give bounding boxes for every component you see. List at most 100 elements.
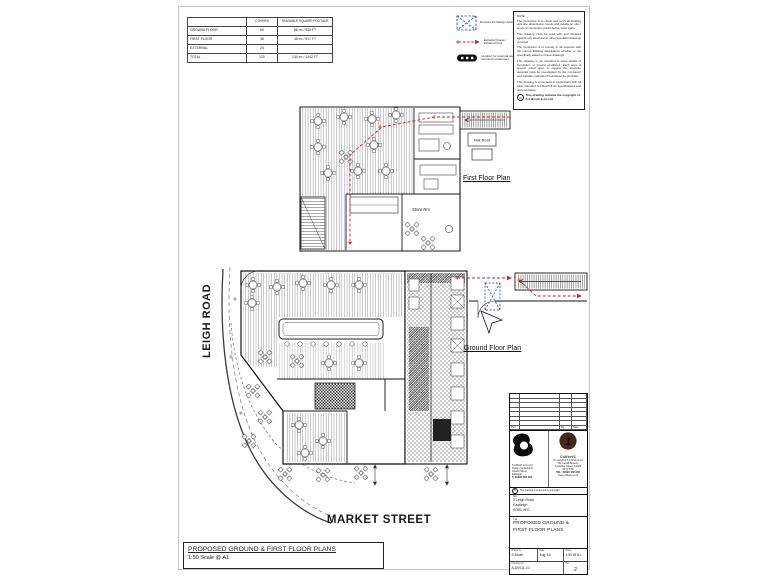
outdoor-tables [241, 383, 450, 486]
svg-text:1: 1 [565, 436, 571, 448]
site-label: Site [513, 496, 517, 499]
titleblock-copyright: C This drawing is protected by copyright [510, 487, 587, 496]
row-label: TOTAL [187, 53, 247, 63]
row-covers: 24 [246, 44, 278, 54]
title-block: Rev By Date S A Booth & Co Ltd Design Co… [509, 393, 588, 575]
copyright-icon: C [512, 487, 518, 494]
client-name: Coffee#1 [560, 455, 576, 459]
row-covers: 36 [246, 35, 278, 45]
note-paragraph: This drawing must be read with and check… [517, 31, 581, 44]
leigh-road-label: LEIGH ROAD [201, 283, 213, 359]
legend: Denotes Ex Design Area Extractor Route /… [456, 15, 516, 63]
row-footage: 48 m² / 517 FT [277, 35, 333, 45]
row-label: EXTERNAL [187, 44, 247, 54]
first-floor-plan-drawing: Flat Roof Store Rm [299, 106, 511, 252]
title-line: PROPOSED GROUND & [513, 521, 570, 527]
by-col-label: By [560, 425, 572, 430]
row-footage: 134 m² / 1442 FT [277, 53, 333, 63]
note-paragraph: This drawing is to be read in conjunctio… [517, 79, 581, 92]
copyright-note: C This drawing remains the copyright of … [517, 94, 581, 102]
designer-tel: T: 02380 000 000 [512, 476, 533, 479]
copyright-text: This drawing remains the copyright of S … [525, 93, 580, 102]
copyright-icon: C [517, 94, 524, 102]
areas-table: COVERS TRADABLE SQUARE FOOTAGE GROUND FL… [187, 17, 333, 63]
areas-header-row: COVERS TRADABLE SQUARE FOOTAGE [187, 17, 333, 27]
designer-block: S A Booth & Co Ltd Design Consultants Ch… [510, 431, 548, 487]
extract-route-ground-floor [455, 275, 582, 299]
kitchen-area [404, 270, 468, 465]
market-street-label: MARKET STREET [326, 514, 432, 526]
table-row: EXTERNAL 24 [187, 44, 333, 54]
scale-cell: Scale 1:50 @ A1 [565, 549, 581, 557]
drawing-title: PROPOSED GROUND & FIRST FLOOR PLANS [188, 546, 336, 553]
designer-line: Church Street [512, 470, 527, 473]
designer-line: Design Consultants [512, 467, 533, 470]
note-paragraph: The Contractor is to comply in all respe… [517, 45, 581, 57]
store-room-label: Store Rm [412, 207, 430, 212]
date-cell: Date Aug '16 [538, 549, 564, 562]
table-row-total: TOTAL 120 134 m² / 1442 FT [187, 53, 333, 63]
condenser-symbol-icon [457, 54, 477, 62]
row-footage [277, 44, 333, 54]
copyright-strip-text: This drawing is protected by copyright [519, 489, 560, 493]
site-line: 3 Leigh Road [513, 498, 534, 503]
designer-logo-icon [512, 433, 533, 457]
title-line: FIRST FLOOR PLANS [513, 528, 564, 534]
site-address-box: Site 3 Leigh Road Eastleigh SO50 9FG [510, 495, 587, 518]
design-area-symbol-icon [456, 15, 477, 31]
title-label: Title [513, 519, 518, 522]
drawing-scale: 1:50 Scale @ A1 [188, 555, 230, 561]
row-covers: 60 [246, 26, 278, 36]
notes-header: NOTE [517, 14, 525, 18]
areas-blank-header [187, 17, 247, 27]
table-row: GROUND FLOOR 60 86 m² / 925 FT [187, 26, 333, 36]
row-covers: 120 [246, 53, 278, 63]
client-block: 1 Coffee#1 On behalf of S A Brain & Co T… [548, 431, 587, 487]
footage-header: TRADABLE SQUARE FOOTAGE [277, 17, 333, 27]
legend-label: Denotes Ex Design Area [480, 20, 513, 25]
roof-corridor [459, 110, 511, 161]
legend-item-extract-route: Extractor Route / Exhaust Point [456, 38, 516, 46]
table-row: FIRST FLOOR 36 48 m² / 517 FT [187, 35, 333, 45]
row-label: FIRST FLOOR [187, 35, 247, 45]
extract-route-symbol-icon [456, 39, 480, 45]
legend-label: Location for external wall mounted conde… [481, 53, 515, 61]
logos-section: S A Booth & Co Ltd Design Consultants Ch… [510, 431, 587, 488]
row-label: GROUND FLOOR [187, 26, 247, 36]
client-line: On behalf of S A Brain & Co [553, 459, 583, 462]
client-line: CF10 5TR [562, 468, 574, 471]
first-floor-furniture [310, 107, 457, 251]
legend-item-design-area: Denotes Ex Design Area [456, 15, 516, 31]
rear-stair [469, 272, 588, 319]
drawn-cell: Drawn by S.Booth [510, 549, 538, 562]
client-line: The Cardiff Brewery [557, 462, 579, 465]
pavement-line [230, 322, 356, 484]
bar-counter [278, 318, 384, 347]
designer-line: S A Booth & Co Ltd [512, 464, 533, 467]
drawing-sheet: COVERS TRADABLE SQUARE FOOTAGE GROUND FL… [178, 6, 590, 575]
row-footage: 86 m² / 925 FT [277, 26, 333, 36]
north-arrow-icon [480, 310, 504, 335]
client-web: www.coffee1.co.uk [558, 474, 578, 478]
revision-table: Rev By Date [510, 394, 587, 431]
sheet-title-box: Title PROPOSED GROUND & FIRST FLOOR PLAN… [510, 517, 587, 550]
client-tel: TEL: 02920 402 060 [556, 471, 580, 474]
revision-cell: Rev 2 [565, 562, 577, 573]
first-floor-stair [300, 196, 326, 250]
flat-roof-label: Flat Roof [474, 138, 491, 143]
drawing-number-cell: Drawing No. A-DV011-10 [510, 562, 564, 574]
notes-panel: NOTE The Contractor is to check and veri… [513, 11, 585, 110]
site-line: SO50 9FG [513, 507, 530, 512]
dining-tables [244, 275, 367, 461]
client-line: Crawshay Street, Cardiff [555, 465, 581, 468]
date-col-label: Date [572, 425, 587, 430]
legend-item-condensers: Location for external wall mounted conde… [456, 53, 516, 63]
site-line: Eastleigh [513, 502, 528, 507]
note-paragraph: This drawing is not intended to show det… [517, 58, 581, 79]
ground-floor-plan-label: Ground Floor Plan [464, 345, 522, 352]
ground-floor-plan-drawing [230, 270, 588, 486]
extract-route-first-floor [348, 115, 510, 245]
roads-linework [221, 266, 334, 524]
drawing-title-strip: PROPOSED GROUND & FIRST FLOOR PLANS 1:50… [183, 542, 384, 569]
